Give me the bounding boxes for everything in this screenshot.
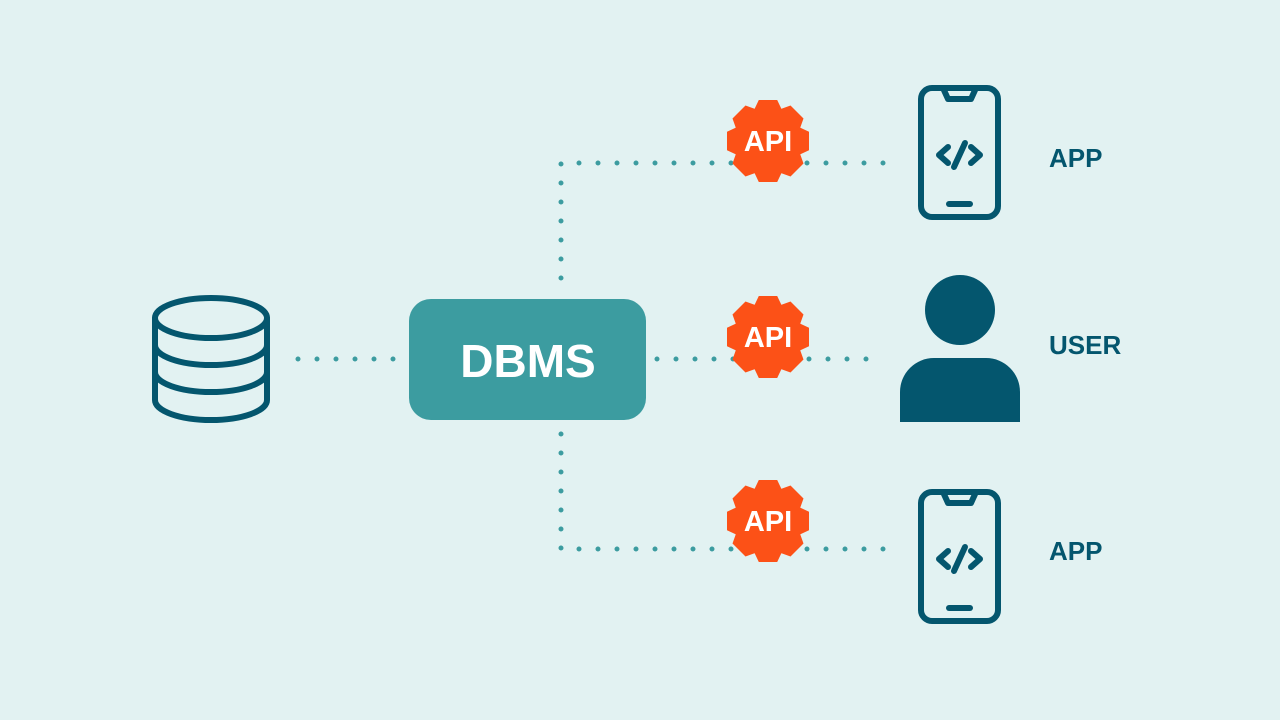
dbms-label: DBMS — [460, 335, 595, 387]
connector-dbms-app-top — [558, 160, 893, 281]
app-label: APP — [1049, 536, 1102, 566]
api-label: API — [744, 322, 792, 354]
dbms-node: DBMS — [409, 299, 646, 420]
database-icon — [152, 295, 270, 423]
user-label: USER — [1049, 330, 1121, 360]
app-label: APP — [1049, 143, 1102, 173]
mobile-app-code-icon — [918, 489, 1001, 624]
api-gear-icon: API — [727, 480, 809, 562]
api-label: API — [744, 126, 792, 158]
api-gear-icon: API — [727, 100, 809, 182]
api-label: API — [744, 506, 792, 538]
connector-dbms-app-bottom — [558, 431, 893, 552]
api-gear-icon: API — [727, 296, 809, 378]
mobile-app-code-icon — [918, 85, 1001, 220]
user-icon — [900, 275, 1020, 422]
